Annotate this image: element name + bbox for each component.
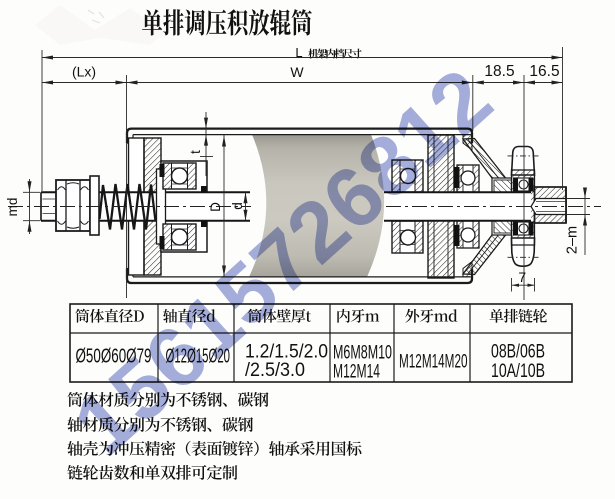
svg-text:/2.5/3.0: /2.5/3.0 (245, 360, 305, 381)
svg-text:M6M8M10: M6M8M10 (333, 343, 392, 364)
svg-text:7: 7 (518, 269, 526, 285)
svg-text:md: md (5, 198, 20, 217)
svg-text:W: W (290, 64, 304, 80)
svg-text:(Lx): (Lx) (72, 64, 96, 80)
svg-text:M12M14: M12M14 (333, 362, 380, 383)
svg-text:10A/10B: 10A/10B (491, 361, 545, 382)
svg-text:d: d (230, 202, 245, 210)
svg-text:M12M14M20: M12M14M20 (399, 352, 468, 373)
svg-text:D: D (208, 202, 223, 212)
svg-text:1.2/1.5/2.0: 1.2/1.5/2.0 (245, 342, 328, 363)
svg-text:t: t (187, 150, 203, 154)
svg-text:08B/06B: 08B/06B (491, 342, 545, 363)
svg-text:Ø50Ø60Ø79: Ø50Ø60Ø79 (76, 346, 152, 368)
svg-text:2–m: 2–m (565, 226, 581, 254)
svg-text:L: L (295, 45, 302, 60)
svg-text:Ø12Ø15Ø20: Ø12Ø15Ø20 (166, 346, 231, 368)
svg-text:16.5: 16.5 (529, 63, 559, 80)
svg-text:18.5: 18.5 (484, 63, 514, 80)
